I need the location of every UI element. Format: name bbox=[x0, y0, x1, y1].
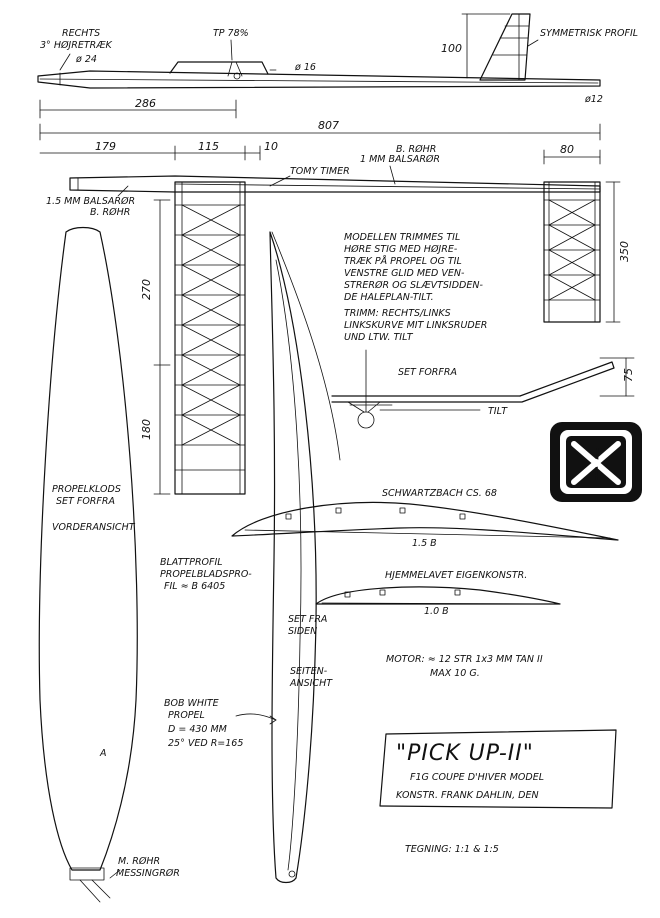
svg-text:TRIMM: RECHTS/LINKS: TRIMM: RECHTS/LINKS bbox=[344, 308, 451, 319]
vorder-label: VORDERANSICHT bbox=[52, 522, 136, 533]
tail-diameter: ø12 bbox=[584, 94, 603, 105]
svg-text:BOB WHITE: BOB WHITE bbox=[164, 698, 219, 709]
tommy-timer: TOMY TIMER bbox=[290, 166, 350, 177]
trim-notes: MODELLEN TRIMMES TIL HØRE STIG MED HØJRE… bbox=[344, 232, 487, 343]
bob-white-note: BOB WHITE PROPEL D = 430 MM 25° VED R=16… bbox=[164, 698, 277, 749]
svg-text:BLATTPROFIL: BLATTPROFIL bbox=[160, 557, 223, 568]
wing-ribs bbox=[174, 204, 246, 471]
letter-a: A bbox=[99, 748, 107, 759]
title: "PICK UP-II" bbox=[396, 741, 534, 766]
wing-airfoil: SCHWARTZBACH CS. 68 1.5 B bbox=[231, 488, 619, 549]
svg-text:MODELLEN TRIMMES TIL: MODELLEN TRIMMES TIL bbox=[344, 232, 460, 243]
front-view-label: SET FORFRA bbox=[398, 367, 457, 378]
dim-10: 10 bbox=[264, 140, 278, 153]
blade-profile-note: BLATTPROFIL PROPELBLADSPRO- FIL ≈ B 6405 bbox=[160, 557, 252, 592]
tp-label: TP 78% bbox=[213, 28, 249, 39]
symmetric-profile: SYMMETRISK PROFIL bbox=[540, 28, 638, 39]
block-label-2: SET FORFRA bbox=[56, 496, 115, 507]
designer: KONSTR. FRANK DAHLIN, DEN bbox=[396, 790, 539, 801]
svg-text:TRÆK PÅ PROPEL OG TIL: TRÆK PÅ PROPEL OG TIL bbox=[344, 255, 462, 267]
side-view: 100 RECHTS 3° HØJRETRÆK ø 24 TP 78% ø 16… bbox=[37, 13, 638, 119]
side-label-2: SIDEN bbox=[288, 626, 317, 637]
svg-text:D = 430 MM: D = 430 MM bbox=[168, 724, 227, 735]
svg-text:UND LTW. TILT: UND LTW. TILT bbox=[344, 332, 414, 343]
stab-airfoil: HJEMMELAVET EIGENKONSTR. 1.0 B bbox=[315, 570, 561, 617]
tube-label-2: 1 MM BALSARØR bbox=[360, 154, 440, 165]
svg-text:25° VED R=165: 25° VED R=165 bbox=[168, 738, 243, 749]
propeller-blade-side: SET FRA SIDEN SEITEN- ANSICHT bbox=[269, 231, 341, 884]
wing-airfoil-label: SCHWARTZBACH CS. 68 bbox=[382, 488, 497, 499]
tube-label-1: B. RØHR bbox=[396, 144, 436, 155]
side-label-1: SET FRA bbox=[288, 614, 327, 625]
propeller-logo bbox=[550, 422, 642, 502]
wing-dim-270: 270 bbox=[140, 279, 153, 300]
propeller-blade-front: PROPELKLODS SET FORFRA VORDERANSICHT A M… bbox=[38, 226, 180, 903]
svg-text:HØRE STIG MED HØJRE-: HØRE STIG MED HØJRE- bbox=[344, 244, 458, 255]
svg-text:LINKSKURVE MIT LINKSRUDER: LINKSKURVE MIT LINKSRUDER bbox=[344, 320, 487, 331]
stab-airfoil-label: HJEMMELAVET EIGENKONSTR. bbox=[385, 570, 527, 581]
svg-text:MAX 10 G.: MAX 10 G. bbox=[430, 668, 480, 679]
stab-ribs bbox=[543, 199, 601, 301]
nose-diameter: ø 24 bbox=[75, 54, 97, 65]
tilt-label: TILT bbox=[488, 406, 508, 417]
dim-286: 286 bbox=[135, 97, 156, 110]
stab-airfoil-scale: 1.0 B bbox=[424, 606, 449, 617]
dim-115: 115 bbox=[198, 140, 219, 153]
seiten-label-1: SEITEN- bbox=[290, 666, 328, 677]
svg-text:PROPEL: PROPEL bbox=[168, 710, 205, 721]
fin-height-dim: 100 bbox=[441, 42, 462, 55]
subtitle: F1G COUPE D'HIVER MODEL bbox=[410, 772, 544, 783]
rechts-label: RECHTS bbox=[62, 28, 100, 39]
front-view: SET FORFRA TILT 75 bbox=[331, 349, 635, 429]
nose-tube-2: B. RØHR bbox=[90, 207, 130, 218]
tube-label-messing: MESSINGRØR bbox=[116, 868, 180, 879]
svg-text:FIL ≈ B 6405: FIL ≈ B 6405 bbox=[164, 581, 225, 592]
dim-179: 179 bbox=[95, 140, 116, 153]
dim-80: 80 bbox=[560, 143, 574, 156]
tube-label-m: M. RØHR bbox=[118, 856, 160, 867]
nose-tube-1: 1.5 MM BALSARØR bbox=[46, 196, 135, 207]
hojretraek-label: 3° HØJRETRÆK bbox=[40, 40, 112, 51]
svg-text:MOTOR: ≈ 12 STR 1x3 MM TAN II: MOTOR: ≈ 12 STR 1x3 MM TAN II bbox=[386, 654, 543, 665]
wing-airfoil-scale: 1.5 B bbox=[412, 538, 437, 549]
dim-807: 807 bbox=[318, 119, 339, 132]
seiten-label-2: ANSICHT bbox=[289, 678, 333, 689]
title-block: "PICK UP-II" F1G COUPE D'HIVER MODEL KON… bbox=[379, 729, 617, 855]
dim-75: 75 bbox=[622, 368, 635, 382]
svg-text:VENSTRE GLID MED VEN-: VENSTRE GLID MED VEN- bbox=[344, 268, 465, 279]
top-view: 807 179 115 10 80 TOMY TIMER B. RØHR 1 M… bbox=[39, 119, 631, 495]
boom-diameter: ø 16 bbox=[294, 62, 316, 73]
svg-text:PROPELBLADSPRO-: PROPELBLADSPRO- bbox=[160, 569, 252, 580]
drawing-scale: TEGNING: 1:1 & 1:5 bbox=[405, 844, 499, 855]
wing-dim-180: 180 bbox=[140, 419, 153, 440]
block-label-1: PROPELKLODS bbox=[52, 484, 121, 495]
svg-text:STRERØR OG SLÆVTSIDDEN-: STRERØR OG SLÆVTSIDDEN- bbox=[344, 280, 483, 291]
stab-dim-350: 350 bbox=[618, 241, 631, 262]
svg-text:DE HALEPLAN-TILT.: DE HALEPLAN-TILT. bbox=[344, 292, 434, 303]
motor-note: MOTOR: ≈ 12 STR 1x3 MM TAN II MAX 10 G. bbox=[386, 654, 543, 679]
